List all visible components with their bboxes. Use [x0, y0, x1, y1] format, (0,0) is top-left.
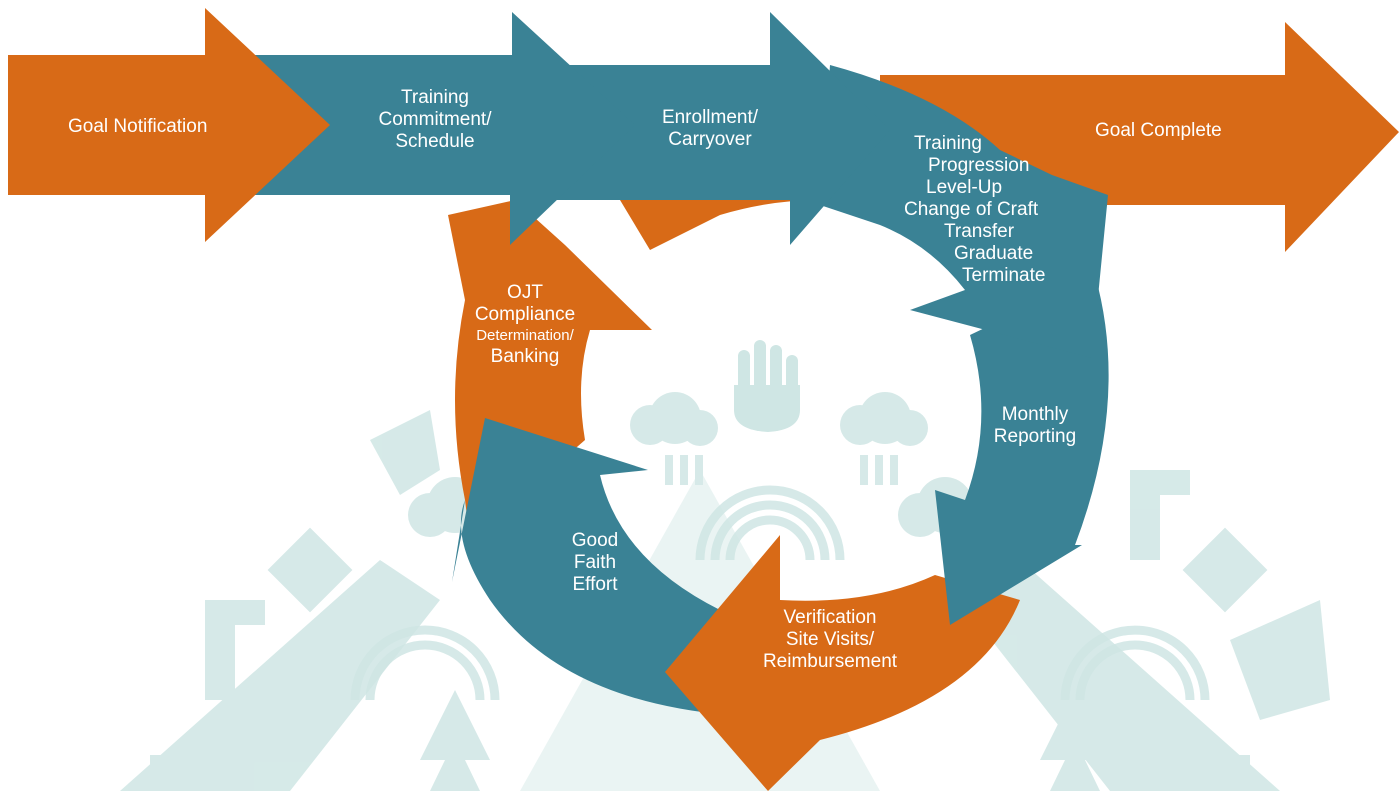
pattern-flag-left [370, 410, 440, 495]
pattern-tree-left [420, 690, 490, 791]
pattern-tree-right [1040, 690, 1110, 791]
goal-notification-label: Goal Notification [68, 116, 208, 137]
training-progression-arrow [820, 65, 1108, 358]
enrollment-label: Enrollment/ Carryover [661, 107, 759, 150]
raised-hand-icon [734, 340, 800, 432]
verification-arrow [665, 535, 1020, 791]
pattern-flag-right [1230, 600, 1330, 720]
pattern-step-left [205, 600, 265, 700]
ojt-return-arrow-top [620, 200, 820, 250]
training-commitment-label: Training Commitment/ Schedule [378, 87, 492, 152]
goal-complete-label: Goal Complete [1095, 120, 1222, 141]
pattern-mountain-left [120, 560, 440, 791]
monthly-reporting-arrow [935, 275, 1109, 625]
pattern-mountain-right [960, 560, 1280, 791]
training-commitment-arrow [245, 12, 635, 245]
pattern-diamond-left [267, 527, 353, 613]
enrollment-arrow [520, 12, 890, 245]
training-progression-label: Training Progression Level-Up Change of … [904, 133, 1046, 286]
ojt-compliance-label: OJT Compliance Determination/ Banking [474, 282, 576, 367]
goal-notification-arrow [8, 8, 330, 242]
pattern-step-right [1130, 470, 1190, 560]
monthly-reporting-label: Monthly Reporting [993, 404, 1077, 447]
verification-label: Verification Site Visits/ Reimbursement [762, 607, 898, 672]
good-faith-effort-label: Good Faith Effort [571, 530, 619, 595]
good-faith-effort-arrow [452, 418, 728, 715]
